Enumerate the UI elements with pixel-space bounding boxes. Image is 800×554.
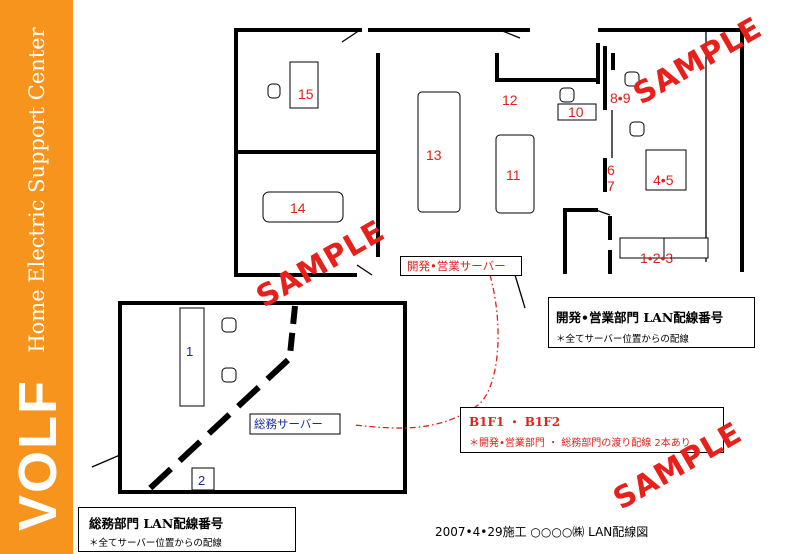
dev-sales-server-label: 開発•営業サーバー: [407, 259, 506, 273]
legend-bridge-title: B1F1 ・ B1F2: [469, 415, 561, 429]
room-label-4-5: 4•5: [653, 172, 674, 188]
room-label-7: 7: [607, 178, 615, 194]
dashed-wall: [142, 305, 298, 496]
room-label-14: 14: [290, 200, 306, 216]
walls: [118, 28, 744, 494]
furniture: [179, 61, 709, 491]
legend-bridge-note: ＊開発•営業部門 ・ 総務部門の渡り配線 2本あり: [469, 438, 691, 449]
room-label-6: 6: [607, 162, 615, 178]
wiring-line: [354, 274, 499, 429]
general-affairs-server-label: 総務サーバー: [254, 417, 323, 431]
thin-walls: [91, 29, 707, 468]
legend-bridge: B1F1 ・ B1F2 ＊開発•営業部門 ・ 総務部門の渡り配線 2本あり: [460, 407, 724, 453]
legend-general-affairs: 総務部門 LAN配線番号 ＊全てサーバー位置からの配線: [78, 507, 296, 552]
room-label-2: 2: [198, 473, 205, 488]
legend-general-title: 総務部門 LAN配線番号: [89, 516, 224, 531]
room-label-1-2-3: 1•2•3: [640, 250, 673, 266]
legend-general-note: ＊全てサーバー位置からの配線: [89, 538, 222, 549]
room-label-8-9: 8•9: [610, 90, 631, 106]
room-label-1: 1: [186, 344, 193, 359]
general-affairs-server: 総務サーバー: [252, 416, 336, 432]
sidebar: Home Electric Support Center VOLF: [0, 0, 73, 554]
legend-dev-title: 開発•営業部門 LAN配線番号: [556, 310, 724, 325]
room-label-12: 12: [502, 92, 518, 108]
footer-caption: 2007•4•29施工 ○○○○㈱ LAN配線図: [435, 525, 649, 539]
room-label-15: 15: [298, 86, 314, 102]
legend-dev-sales: 開発•営業部門 LAN配線番号 ＊全てサーバー位置からの配線: [548, 297, 755, 348]
room-label-13: 13: [426, 147, 442, 163]
room-label-11: 11: [506, 167, 521, 183]
dev-sales-server: 開発•営業サーバー: [400, 256, 522, 276]
room-label-10: 10: [568, 104, 584, 120]
legend-dev-note: ＊全てサーバー位置からの配線: [556, 334, 689, 345]
